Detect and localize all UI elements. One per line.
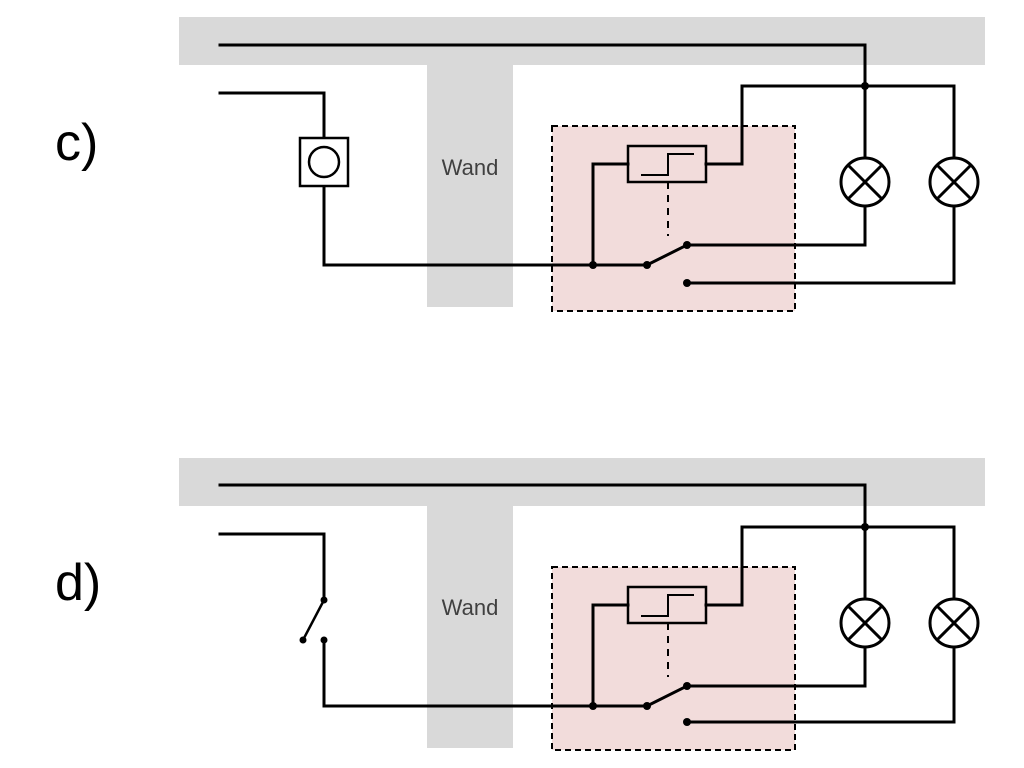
wall-label: Wand bbox=[442, 595, 499, 620]
junction-dot bbox=[683, 682, 691, 690]
ceiling-bar bbox=[179, 17, 985, 65]
junction-dot bbox=[683, 279, 691, 287]
panel-d: Wand d) bbox=[55, 458, 985, 751]
junction-dot bbox=[861, 82, 869, 90]
junction-dot bbox=[861, 523, 869, 531]
phase-wire-in bbox=[218, 91, 326, 140]
junction-dot bbox=[643, 702, 651, 710]
junction-dot bbox=[643, 261, 651, 269]
phase-wire-to-relay bbox=[322, 638, 595, 708]
wall bbox=[427, 65, 513, 307]
panel-label: c) bbox=[55, 114, 98, 172]
lamp-icon bbox=[839, 84, 891, 247]
wall bbox=[427, 506, 513, 748]
wall-label: Wand bbox=[442, 155, 499, 180]
coil-feed-wire bbox=[591, 162, 630, 267]
junction-dot bbox=[683, 241, 691, 249]
phase-wire-in bbox=[218, 532, 326, 602]
lamp-icon bbox=[928, 156, 980, 208]
junction-dot bbox=[683, 718, 691, 726]
contact-out-2 bbox=[685, 645, 956, 724]
coil-return-wire bbox=[704, 84, 956, 166]
panel-c: Wand c) bbox=[55, 17, 985, 312]
contact-blade bbox=[644, 683, 690, 709]
lamp-icon bbox=[928, 597, 980, 649]
junction-dot bbox=[589, 702, 597, 710]
coil-feed-wire bbox=[591, 603, 630, 708]
phase-wire-to-relay bbox=[322, 184, 595, 267]
junction-dot bbox=[589, 261, 597, 269]
lamp-icon bbox=[839, 525, 891, 688]
coil-return-wire bbox=[704, 525, 956, 607]
ceiling-bar bbox=[179, 458, 985, 506]
contact-blade bbox=[644, 242, 690, 268]
contact-out-2 bbox=[685, 204, 956, 285]
panel-label: d) bbox=[55, 554, 101, 612]
switch bbox=[299, 596, 328, 644]
push-button bbox=[298, 136, 350, 188]
